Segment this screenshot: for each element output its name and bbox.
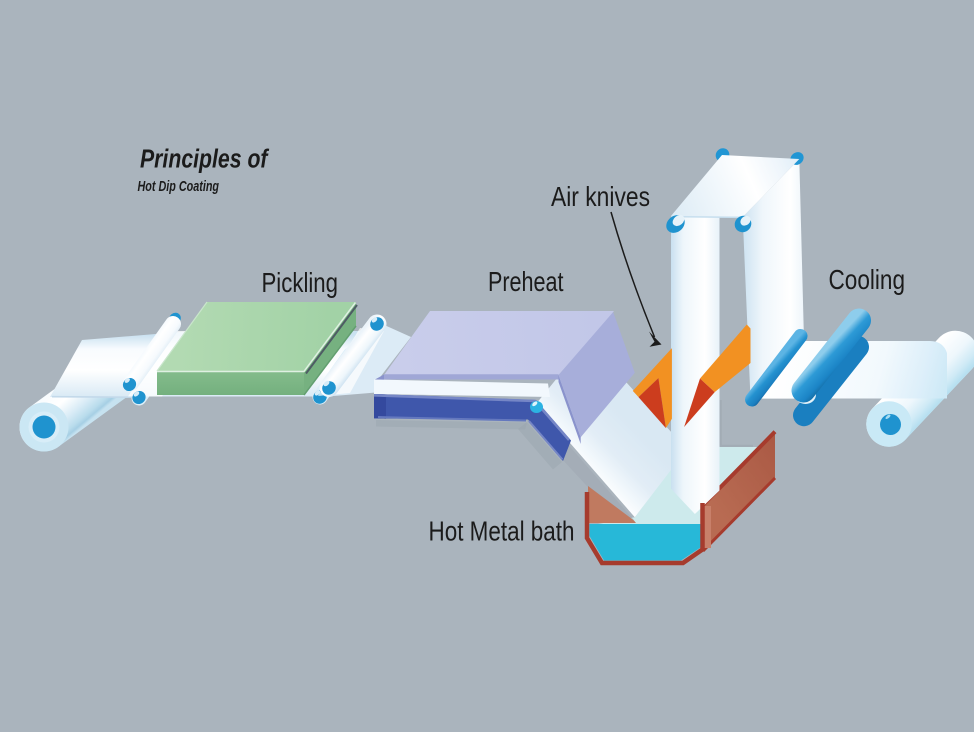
- svg-text:Pickling: Pickling: [262, 267, 339, 298]
- svg-text:Principles of: Principles of: [140, 146, 270, 174]
- svg-text:Cooling: Cooling: [829, 264, 906, 295]
- svg-text:Preheat: Preheat: [488, 266, 564, 297]
- svg-text:Hot Dip Coating: Hot Dip Coating: [138, 179, 220, 195]
- svg-text:Air knives: Air knives: [551, 181, 650, 212]
- svg-text:Hot Metal bath: Hot Metal bath: [429, 516, 575, 547]
